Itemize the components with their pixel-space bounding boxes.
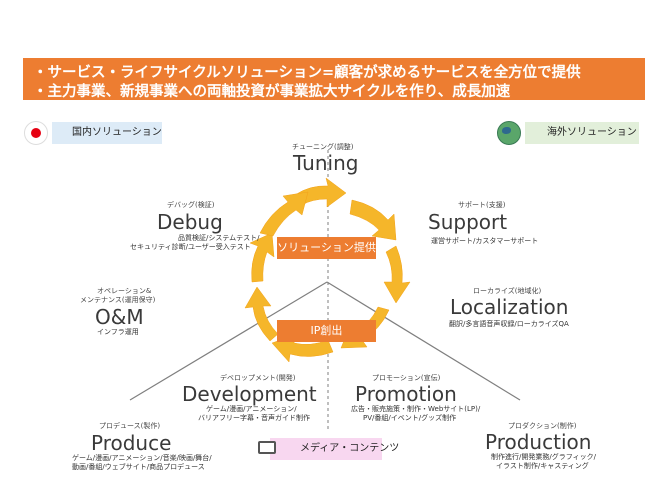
pyramid-left-line xyxy=(129,281,328,401)
cycle-arrow xyxy=(244,286,279,342)
summary-banner: ・サービス・ライフサイクルソリューション=顧客が求めるサービスを全方位で提供 ・… xyxy=(23,58,645,100)
overseas-solution-tag: 海外ソリューション xyxy=(525,122,639,144)
debug-title: Debug xyxy=(157,210,223,234)
cycle-arrow xyxy=(383,245,411,304)
ip-creation-box: IP創出 xyxy=(277,320,376,342)
pyramid-right-line xyxy=(326,281,521,401)
cycle-arrow xyxy=(294,177,347,208)
production-detail-2: イラスト制作/キャスティング xyxy=(496,462,589,470)
domestic-solution-tag: 国内ソリューション xyxy=(52,122,162,144)
tuning-title: Tuning xyxy=(293,151,359,175)
cycle-arrow xyxy=(349,199,397,241)
localization-title: Localization xyxy=(450,295,569,319)
production-subtitle: プロダクション(制作) xyxy=(508,422,577,430)
banner-line-2: ・主力事業、新規事業への両軸投資が事業拡大サイクルを作り、成長加速 xyxy=(33,84,511,100)
om-subtitle-1: オペレーション& xyxy=(97,287,152,295)
support-detail-1: 運営サポート/カスタマーサポート xyxy=(431,237,539,245)
localization-detail-1: 翻訳/多言語音声収録/ローカライズQA xyxy=(449,320,569,328)
om-detail-1: インフラ運用 xyxy=(97,328,139,336)
localization-subtitle: ローカライズ(地域化) xyxy=(473,287,542,295)
produce-detail-1: ゲーム/漫画/アニメーション/音楽/映画/舞台/ xyxy=(72,454,212,462)
media-content-tag: メディア・コンテンツ xyxy=(270,438,399,460)
cycle-arrow xyxy=(259,191,309,237)
production-detail-1: 制作進行/開発業務/グラフィック/ xyxy=(491,453,596,461)
promotion-subtitle: プロモーション(宣伝) xyxy=(372,374,441,382)
production-title: Production xyxy=(485,430,592,454)
tv-icon xyxy=(258,441,276,454)
development-title: Development xyxy=(182,382,317,406)
cycle-arrow xyxy=(249,232,275,283)
produce-detail-2: 動画/番組/ウェブサイト/商品プロデュース xyxy=(72,463,205,471)
tuning-subtitle: チューニング(調整) xyxy=(292,143,354,151)
promotion-title: Promotion xyxy=(355,382,457,406)
development-detail-2: バリアフリー字幕・音声ガイド制作 xyxy=(198,414,310,422)
promotion-detail-1: 広告・販売施策・制作・Webサイト(LP)/ xyxy=(351,405,481,413)
banner-line-1: ・サービス・ライフサイクルソリューション=顧客が求めるサービスを全方位で提供 xyxy=(33,65,581,81)
om-title: O&M xyxy=(95,305,144,329)
om-subtitle-2: メンテナンス(運用保守) xyxy=(80,296,156,304)
produce-subtitle: プロデュース(製作) xyxy=(99,422,161,430)
globe-icon xyxy=(497,121,521,145)
solution-box: ソリューション提供 xyxy=(277,237,376,259)
support-title: Support xyxy=(428,210,508,234)
development-detail-1: ゲーム/漫画/アニメーション/ xyxy=(206,405,297,413)
promotion-detail-2: PV/番組/イベント/グッズ制作 xyxy=(363,414,457,422)
produce-title: Produce xyxy=(91,431,172,455)
debug-detail-2: セキュリティ診断/ユーザー受入テスト xyxy=(130,243,251,251)
support-subtitle: サポート(支援) xyxy=(458,201,506,209)
debug-detail-1: 品質検証/システムテスト/ xyxy=(178,234,260,242)
debug-subtitle: デバッグ(検証) xyxy=(167,201,215,209)
japan-flag-icon xyxy=(24,121,48,145)
development-subtitle: デベロップメント(開発) xyxy=(220,374,296,382)
